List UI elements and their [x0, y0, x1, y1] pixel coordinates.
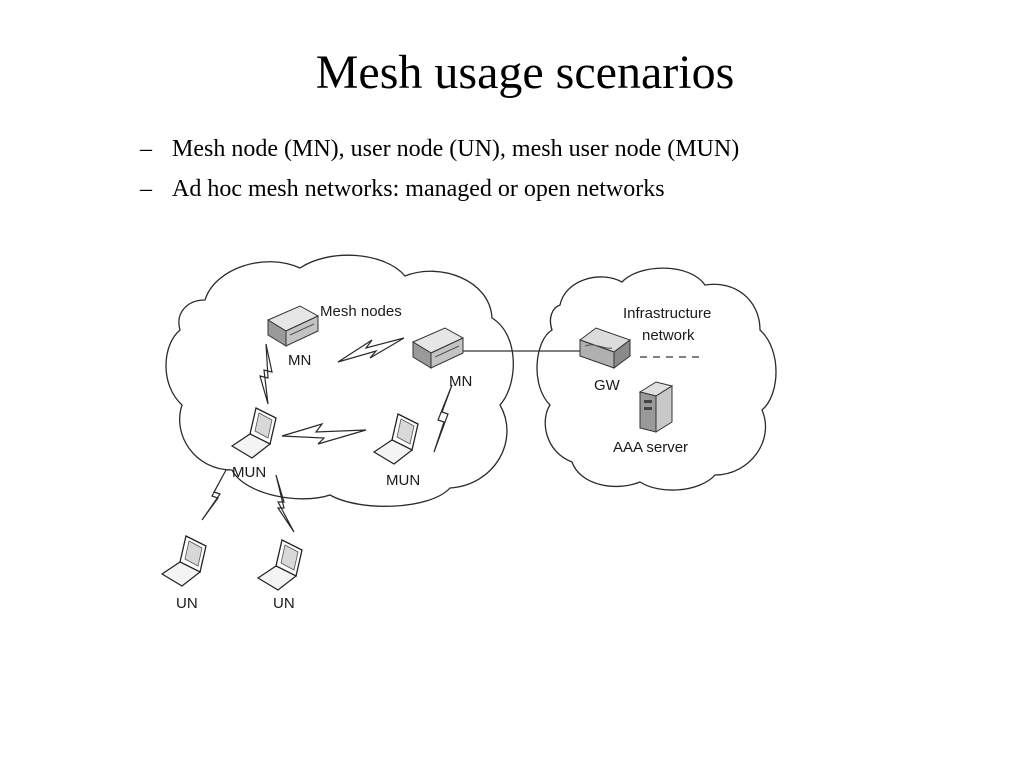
- bullet-item: – Mesh node (MN), user node (UN), mesh u…: [140, 136, 739, 176]
- wireless-link-mn-mun-icon: [259, 343, 273, 405]
- un-laptop-1-icon: [160, 535, 207, 587]
- un-laptop-2-icon: [256, 539, 303, 591]
- wireless-link-mun-un2-icon: [275, 474, 295, 533]
- wireless-link-mn-mun2-icon: [433, 384, 453, 453]
- bullet-text: Ad hoc mesh networks: managed or open ne…: [172, 176, 665, 202]
- aaa-server-icon: [638, 381, 674, 433]
- un-2-label: UN: [273, 595, 295, 612]
- mun-2-label: MUN: [386, 472, 420, 489]
- slide-title: Mesh usage scenarios: [315, 46, 735, 99]
- infrastructure-cloud: [536, 267, 777, 491]
- mesh-node-2-icon: [411, 327, 465, 369]
- wireless-link-mun-mun-icon: [281, 422, 367, 445]
- mesh-node-1-icon: [266, 305, 320, 347]
- mn-1-label: MN: [288, 352, 311, 369]
- bullet-dash: –: [140, 136, 152, 162]
- mun-laptop-1-icon: [230, 407, 277, 459]
- un-1-label: UN: [176, 595, 198, 612]
- mesh-nodes-label: Mesh nodes: [320, 303, 402, 320]
- mun-laptop-2-icon: [372, 413, 419, 465]
- wireless-link-mun-un1-icon: [201, 469, 227, 521]
- gw-label: GW: [594, 377, 621, 394]
- infrastructure-label-line1: Infrastructure: [623, 305, 711, 322]
- gateway-icon: [578, 327, 632, 369]
- mn-2-label: MN: [449, 373, 472, 390]
- wireless-link-mn-mn-icon: [337, 337, 405, 363]
- infrastructure-label-line2: network: [642, 327, 695, 344]
- bullet-text: Mesh node (MN), user node (UN), mesh use…: [172, 136, 740, 162]
- bullet-dash: –: [140, 176, 152, 202]
- bullet-list: – Mesh node (MN), user node (UN), mesh u…: [140, 136, 739, 216]
- mun-1-label: MUN: [232, 464, 266, 481]
- aaa-server-label: AAA server: [613, 439, 688, 456]
- bullet-item: – Ad hoc mesh networks: managed or open …: [140, 176, 739, 216]
